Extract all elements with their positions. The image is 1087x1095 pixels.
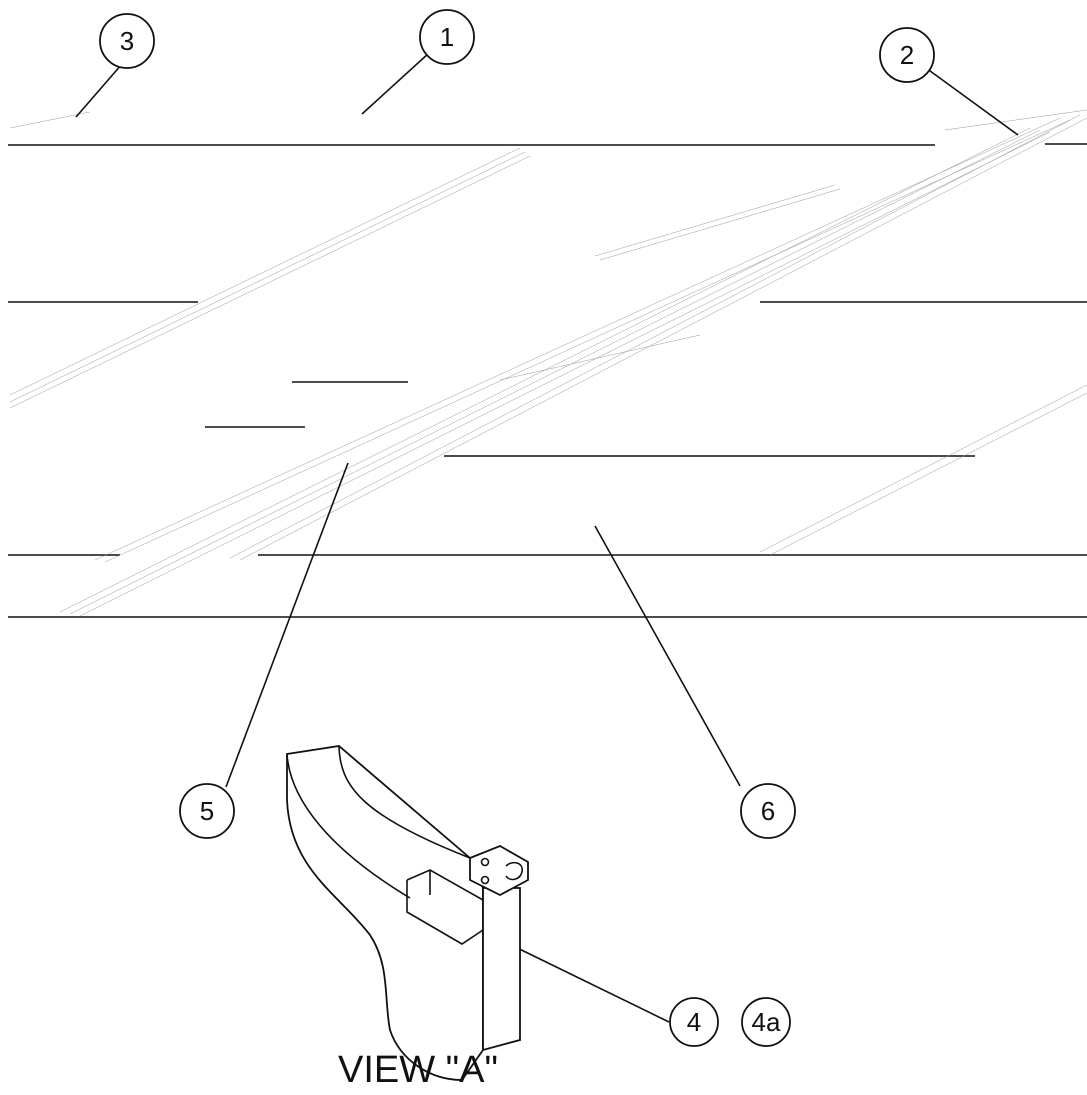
leader-lines <box>75 52 1019 1023</box>
diagonal-members <box>9 109 1087 617</box>
leader-2 <box>925 67 1019 136</box>
leader-6 <box>594 525 741 787</box>
callout-4: 4 <box>669 997 719 1047</box>
callout-label-5: 5 <box>200 796 214 826</box>
view-label: VIEW "A" <box>338 1049 498 1091</box>
callout-3: 3 <box>99 13 155 69</box>
callout-label-4a: 4a <box>752 1007 781 1037</box>
callout-label-4: 4 <box>687 1007 701 1037</box>
leader-5 <box>225 462 349 788</box>
callout-balloons: 1 2 3 4 4a 5 6 <box>99 9 935 1047</box>
callout-label-2: 2 <box>900 40 914 70</box>
view-a-bracket <box>286 745 529 1081</box>
callout-5: 5 <box>179 783 235 839</box>
callout-4a: 4a <box>741 997 791 1047</box>
callout-label-6: 6 <box>761 796 775 826</box>
callout-label-1: 1 <box>440 22 454 52</box>
callout-1: 1 <box>419 9 475 65</box>
callout-label-3: 3 <box>120 26 134 56</box>
leader-1 <box>361 52 430 115</box>
leader-3 <box>75 63 123 118</box>
callout-6: 6 <box>740 783 796 839</box>
callout-2: 2 <box>879 27 935 83</box>
frame-lines <box>8 143 1087 618</box>
